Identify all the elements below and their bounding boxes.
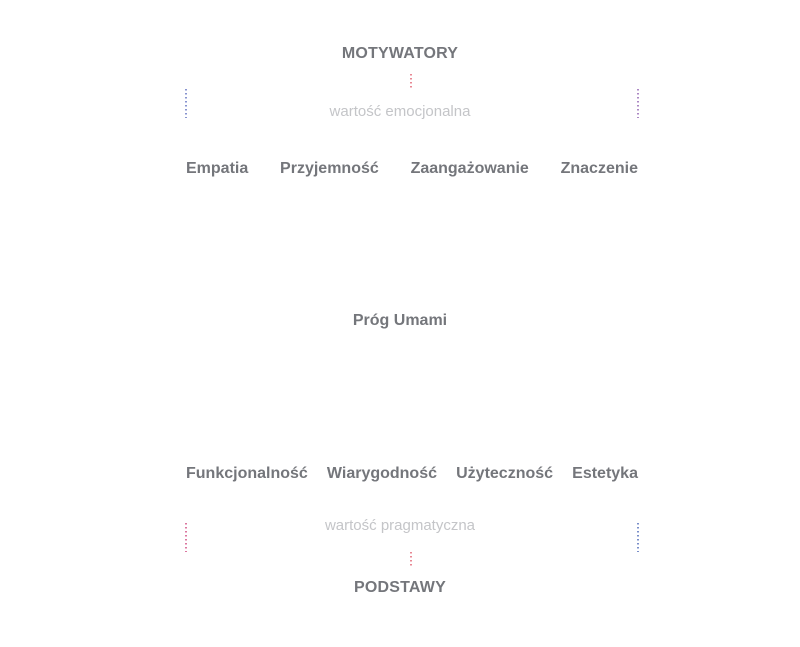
- foundations-heading: PODSTAWY: [354, 579, 446, 596]
- threshold-label: Próg Umami: [352, 312, 448, 329]
- item-functionality: Funkcjonalność: [186, 465, 308, 482]
- top-bracket: [185, 74, 639, 118]
- item-credibility: Wiarygodność: [326, 465, 437, 482]
- item-empathy: Empatia: [186, 160, 249, 177]
- motivators-row: Empatia Przyjemność Zaangażowanie Znacze…: [186, 160, 638, 178]
- emotional-value-label: wartość emocjonalna: [329, 103, 471, 120]
- motivators-heading: MOTYWATORY: [341, 45, 459, 62]
- item-meaning: Znaczenie: [560, 160, 638, 177]
- item-usability: Użyteczność: [456, 465, 554, 482]
- item-aesthetics: Estetyka: [572, 465, 638, 482]
- pragmatic-value-label: wartość pragmatyczna: [324, 517, 476, 534]
- foundations-row: Funkcjonalność Wiarygodność Użyteczność …: [186, 465, 638, 483]
- item-pleasure: Przyjemność: [280, 160, 379, 177]
- bottom-bracket: [185, 523, 639, 567]
- item-engagement: Zaangażowanie: [410, 160, 529, 177]
